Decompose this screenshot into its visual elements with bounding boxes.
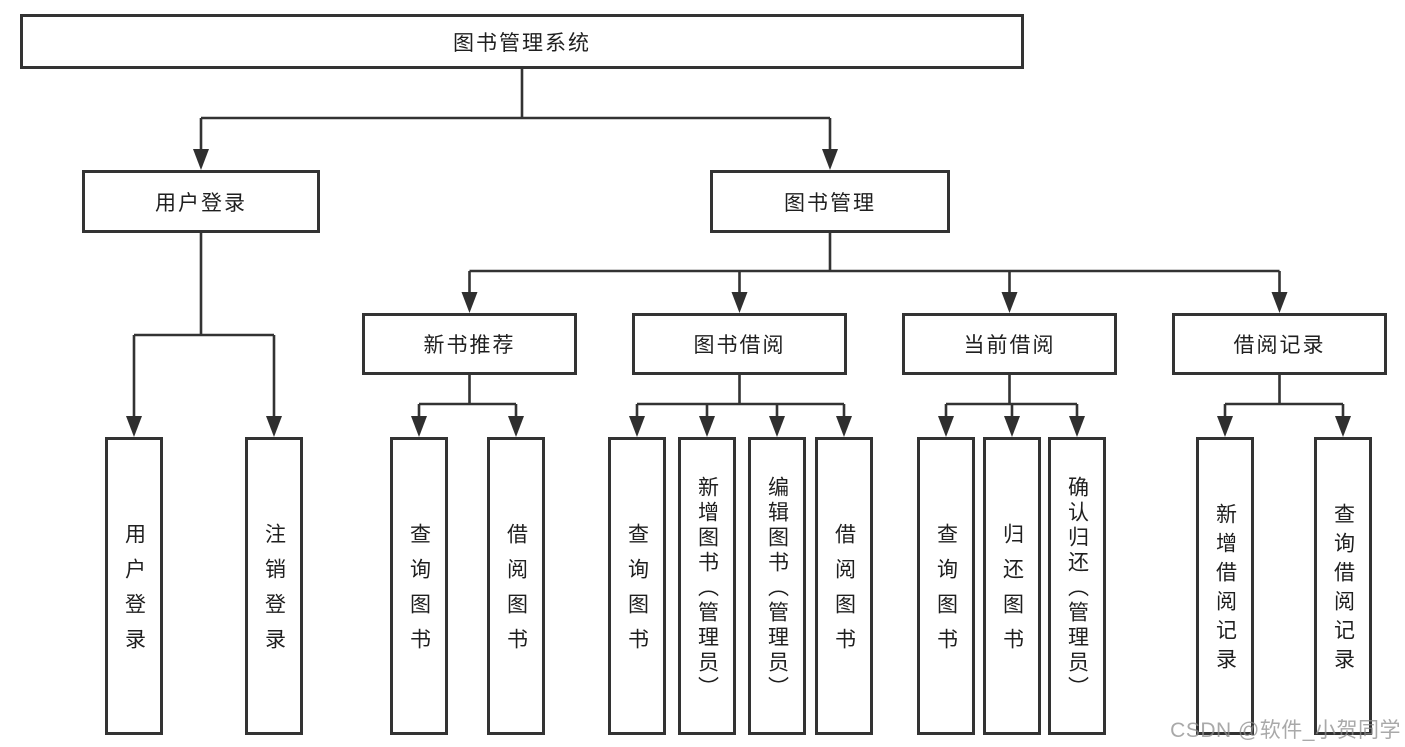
leaf-query-books-borrowing: 查询图书: [608, 437, 666, 735]
node-user-login: 用户登录: [82, 170, 320, 233]
leaf-return-books: 归还图书: [983, 437, 1041, 735]
leaf-add-book-admin: 新增图书（管理员）: [678, 437, 736, 735]
leaf-borrow-books-borrowing: 借阅图书: [815, 437, 873, 735]
node-library-system: 图书管理系统: [20, 14, 1024, 69]
leaf-label: 确认归还（管理员）: [1065, 475, 1089, 701]
node-book-management: 图书管理: [710, 170, 950, 233]
csdn-watermark: CSDN @软件_小贺同学: [1170, 719, 1401, 742]
leaf-query-books-current: 查询图书: [917, 437, 975, 735]
node-current-borrowing: 当前借阅: [902, 313, 1117, 375]
leaf-logout: 注销登录: [245, 437, 303, 735]
leaf-label: 借阅图书: [504, 523, 528, 663]
leaf-label: 注销登录: [262, 523, 286, 663]
leaf-label: 用户登录: [122, 523, 146, 663]
leaf-user-login: 用户登录: [105, 437, 163, 735]
leaf-label: 新增图书（管理员）: [695, 475, 719, 701]
leaf-confirm-return-admin: 确认归还（管理员）: [1048, 437, 1106, 735]
node-borrowing-records: 借阅记录: [1172, 313, 1387, 375]
leaf-label: 查询图书: [407, 523, 431, 663]
node-book-borrowing: 图书借阅: [632, 313, 847, 375]
leaf-query-borrow-record: 查询借阅记录: [1314, 437, 1372, 735]
leaf-add-borrow-record: 新增借阅记录: [1196, 437, 1254, 735]
leaf-label: 查询借阅记录: [1331, 503, 1355, 677]
leaf-query-books-recommend: 查询图书: [390, 437, 448, 735]
leaf-label: 查询图书: [625, 523, 649, 663]
leaf-label: 查询图书: [934, 523, 958, 663]
leaf-label: 归还图书: [1000, 523, 1024, 663]
leaf-label: 借阅图书: [832, 523, 856, 663]
node-new-book-recommendation: 新书推荐: [362, 313, 577, 375]
leaf-label: 编辑图书（管理员）: [765, 475, 789, 701]
leaf-label: 新增借阅记录: [1213, 503, 1237, 677]
leaf-borrow-books-recommend: 借阅图书: [487, 437, 545, 735]
leaf-edit-book-admin: 编辑图书（管理员）: [748, 437, 806, 735]
